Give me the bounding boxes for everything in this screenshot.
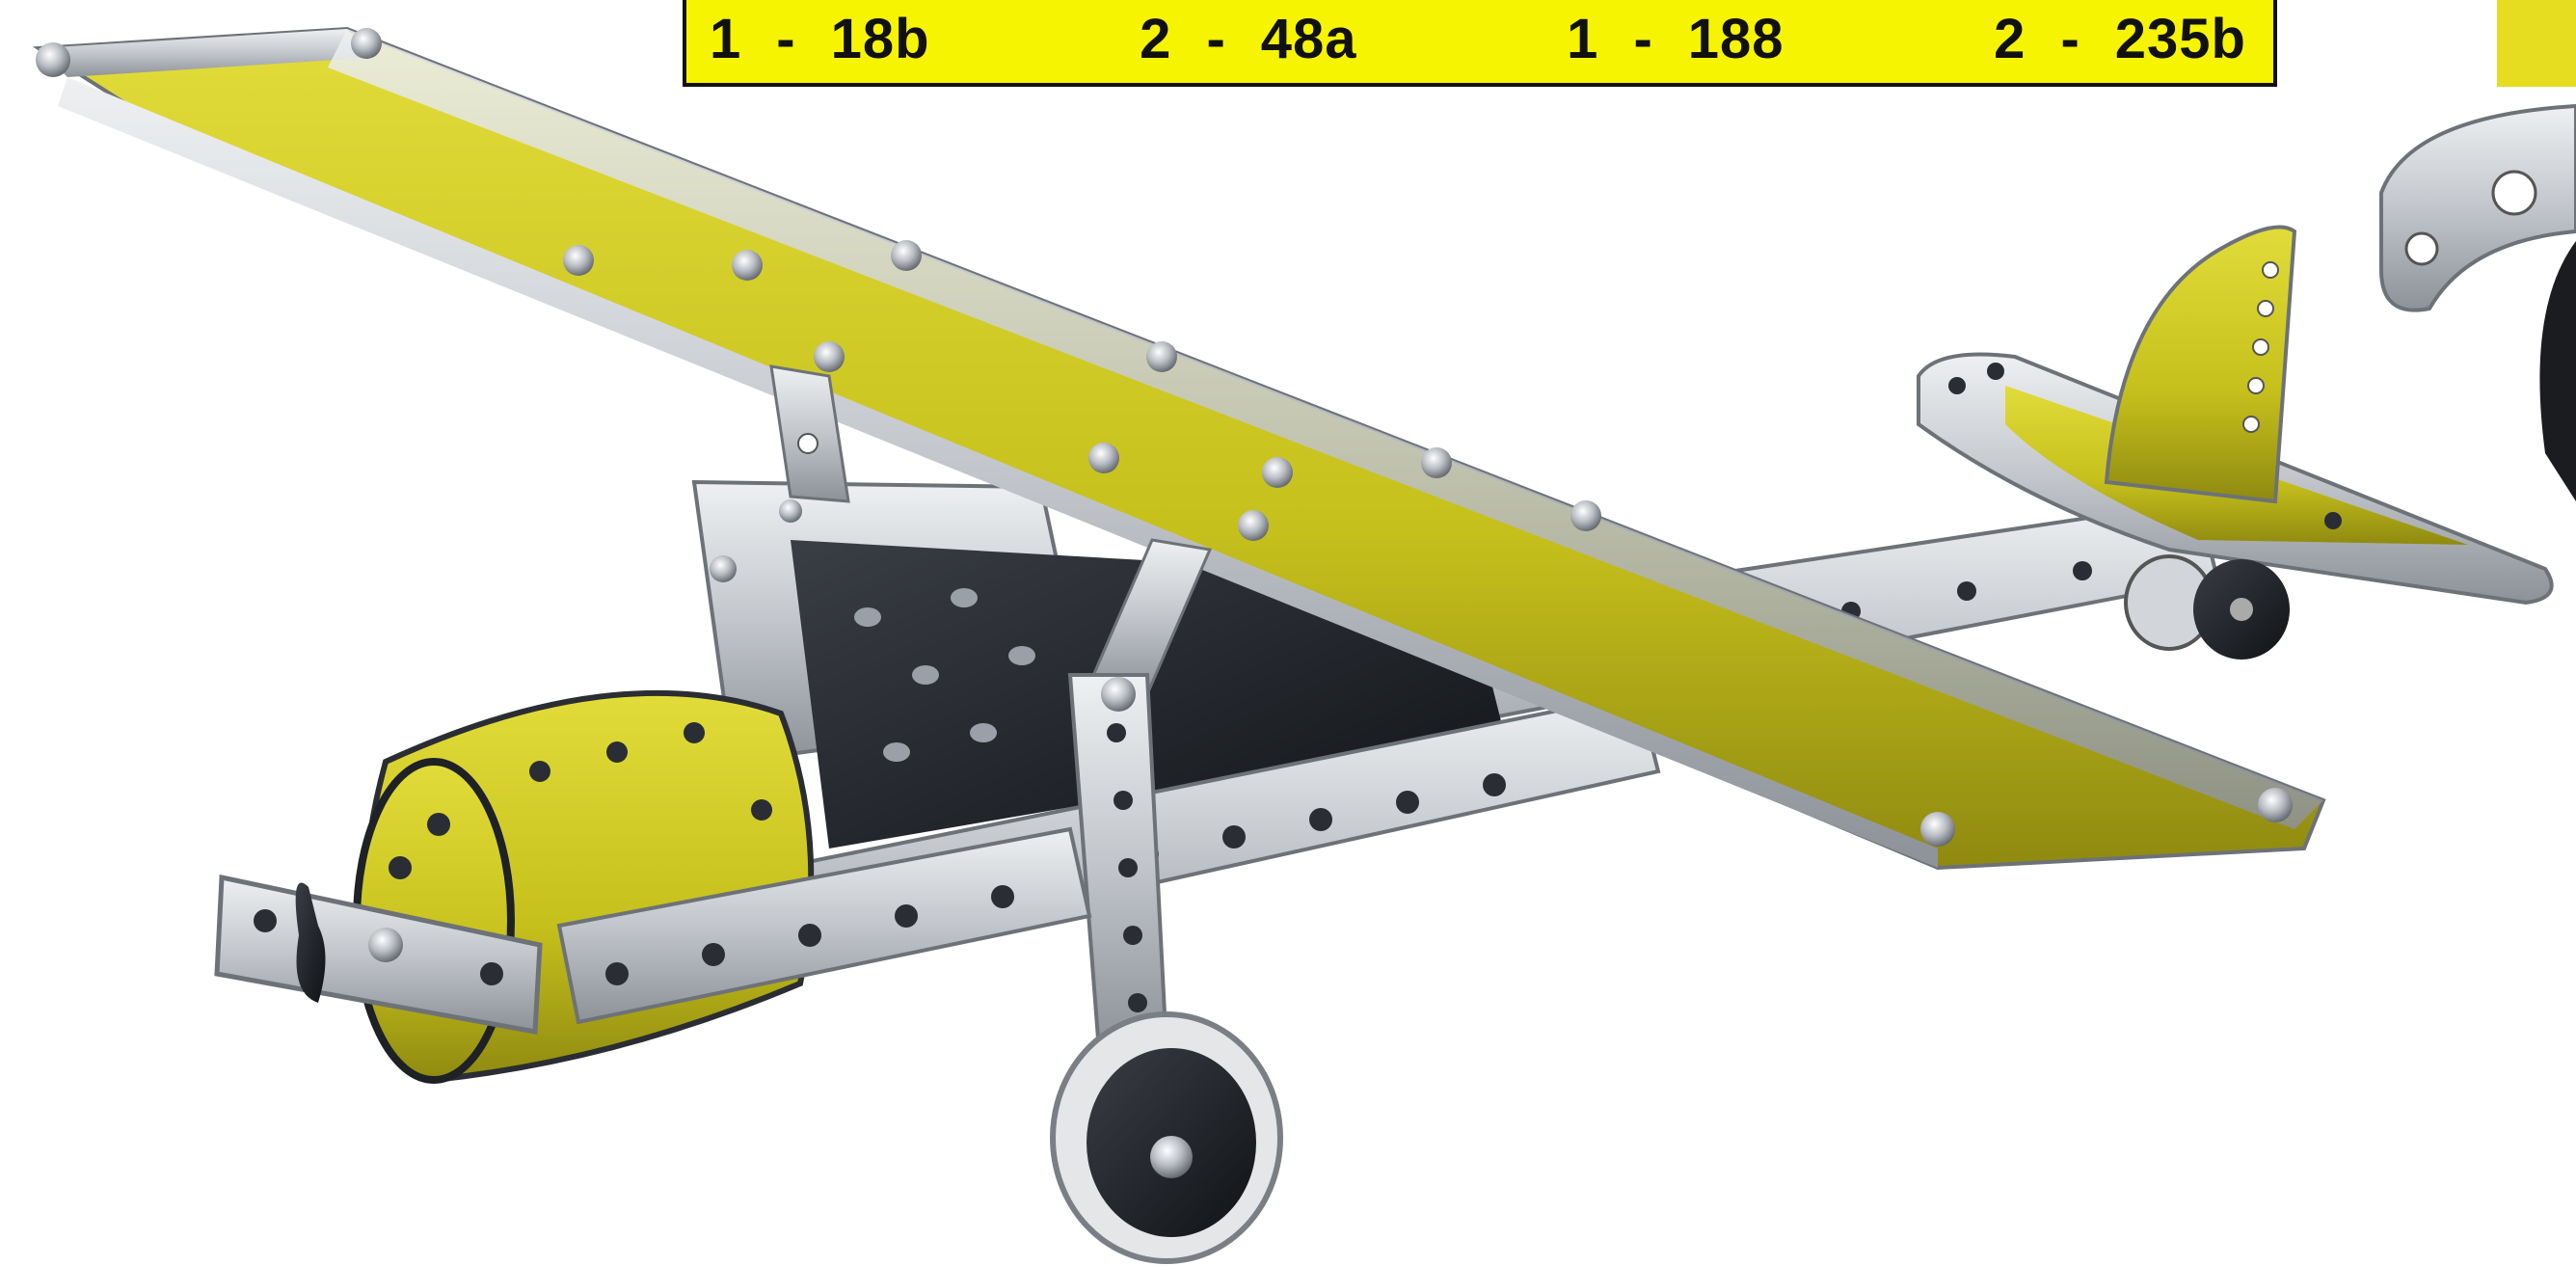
part-qty: 2 bbox=[1994, 8, 2026, 70]
main-wing bbox=[32, 26, 2326, 871]
parts-list-banner: 1 - 18b 2 - 48a 1 - 188 2 - 235b bbox=[683, 0, 2277, 87]
part-qty: 2 bbox=[1140, 8, 1172, 70]
part-code: 235b bbox=[2114, 8, 2246, 70]
part-separator: - bbox=[776, 8, 796, 70]
main-landing-gear bbox=[1067, 673, 1169, 1053]
part-qty: 1 bbox=[710, 8, 742, 70]
propeller bbox=[214, 874, 543, 1035]
part-entry-3: 1 - 188 bbox=[1567, 12, 1784, 67]
part-code: 188 bbox=[1687, 8, 1784, 70]
part-qty: 1 bbox=[1567, 8, 1599, 70]
part-entry-4: 2 - 235b bbox=[1994, 12, 2246, 67]
part-separator: - bbox=[1206, 8, 1226, 70]
part-entry-2: 2 - 48a bbox=[1140, 12, 1356, 67]
part-separator: - bbox=[1633, 8, 1653, 70]
part-separator: - bbox=[2060, 8, 2080, 70]
part-code: 48a bbox=[1260, 8, 1357, 70]
wing-struts bbox=[769, 364, 1213, 696]
tail-wheel bbox=[2124, 554, 2290, 660]
neighbor-model-fragment bbox=[2379, 0, 2576, 501]
part-code: 18b bbox=[830, 8, 930, 70]
part-entry-1: 1 - 18b bbox=[710, 12, 930, 67]
nose-strip bbox=[556, 826, 1092, 1025]
main-wheel bbox=[1050, 1011, 1283, 1264]
tail-fin bbox=[2104, 225, 2297, 504]
